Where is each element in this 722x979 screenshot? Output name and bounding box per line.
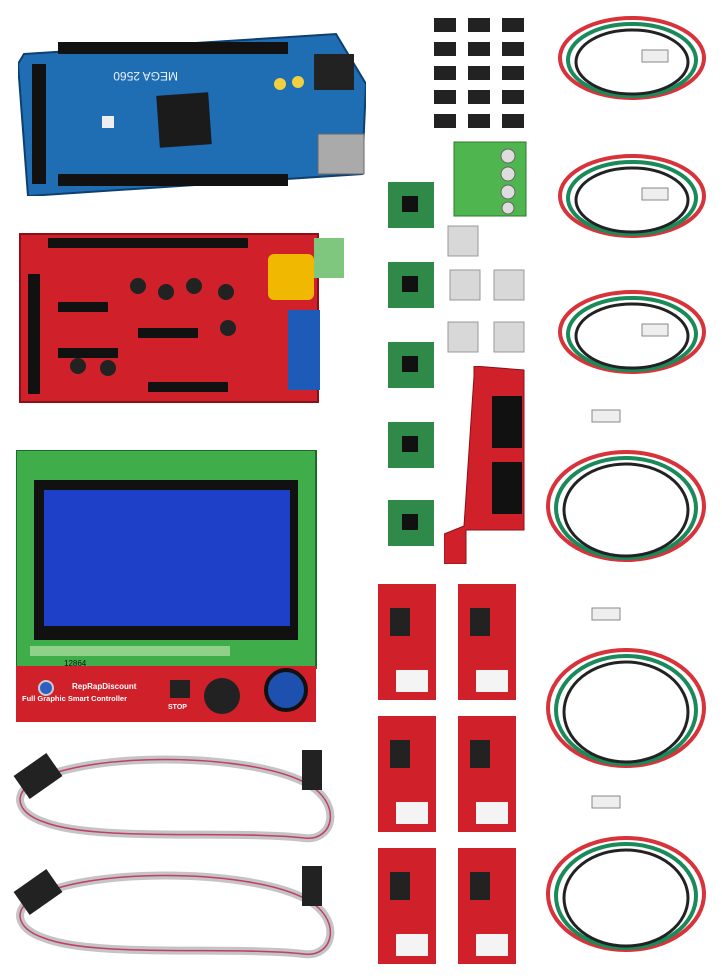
stepper-driver-3	[386, 340, 436, 390]
jumper-cap-icon	[434, 18, 524, 128]
stepper-driver-2	[386, 260, 436, 310]
ramps-shield-board	[18, 228, 348, 406]
jumper-caps	[430, 14, 530, 136]
lcd-stop-text: STOP	[168, 704, 187, 711]
endstop-3	[376, 714, 438, 834]
terminal-block	[452, 140, 528, 218]
stepper-cable-icon	[546, 409, 706, 562]
stepper-cable-icon	[558, 154, 706, 238]
stepper-cable-icon	[546, 607, 706, 768]
adapter-board-icon	[444, 366, 525, 564]
stepper-cable-2	[546, 140, 718, 272]
endstop-switch-icon	[458, 584, 516, 700]
endstop-switch-icon	[378, 848, 436, 964]
lcd-smart-controller: 12864 RepRapDiscount Full Graphic Smart …	[16, 450, 318, 722]
ribbon-cable-2	[4, 858, 336, 970]
stepper-driver-1	[386, 180, 436, 230]
stepper-driver-icon	[388, 500, 434, 546]
endstop-switch-icon	[458, 848, 516, 964]
stepper-driver-icon	[388, 262, 434, 308]
endstop-switch-icon	[458, 716, 516, 832]
stepper-cable-6	[540, 792, 712, 972]
endstop-2	[456, 582, 518, 702]
stepper-cable-3	[546, 276, 718, 408]
adapter-board	[444, 366, 528, 564]
mega-model-text: MEGA 2560	[113, 69, 178, 83]
stepper-cable-1	[546, 2, 718, 134]
endstop-5	[376, 846, 438, 966]
stepper-cable-4	[540, 406, 712, 584]
lcd-model-text: 12864	[64, 659, 87, 668]
lcd-brand-line1: RepRapDiscount	[72, 682, 137, 691]
endstop-switch-icon	[378, 716, 436, 832]
stepper-cable-5	[540, 604, 712, 790]
endstop-6	[456, 846, 518, 966]
endstop-1	[376, 582, 438, 702]
stepper-driver-5	[386, 498, 436, 548]
lcd-controller-icon	[16, 450, 317, 722]
heatsink-icon	[447, 225, 525, 353]
stepper-driver-icon	[388, 422, 434, 468]
terminal-block-icon	[453, 141, 527, 217]
lcd-brand-line2: Full Graphic Smart Controller	[22, 694, 128, 703]
stepper-cable-icon	[558, 290, 706, 374]
ramps-shield-icon	[19, 233, 344, 403]
stepper-cable-icon	[558, 16, 706, 100]
ribbon-cable-icon	[13, 866, 335, 959]
microcontroller-board-icon: MEGA 2560	[18, 32, 366, 196]
stepper-driver-icon	[388, 182, 434, 228]
ribbon-cable-1	[4, 742, 336, 854]
ribbon-cable-icon	[13, 750, 335, 843]
stepper-driver-icon	[388, 342, 434, 388]
arduino-mega-board: MEGA 2560	[18, 24, 366, 196]
stepper-driver-4	[386, 420, 436, 470]
endstop-switch-icon	[378, 584, 436, 700]
stepper-cable-icon	[546, 795, 706, 952]
endstop-4	[456, 714, 518, 834]
heatsinks	[442, 222, 532, 358]
